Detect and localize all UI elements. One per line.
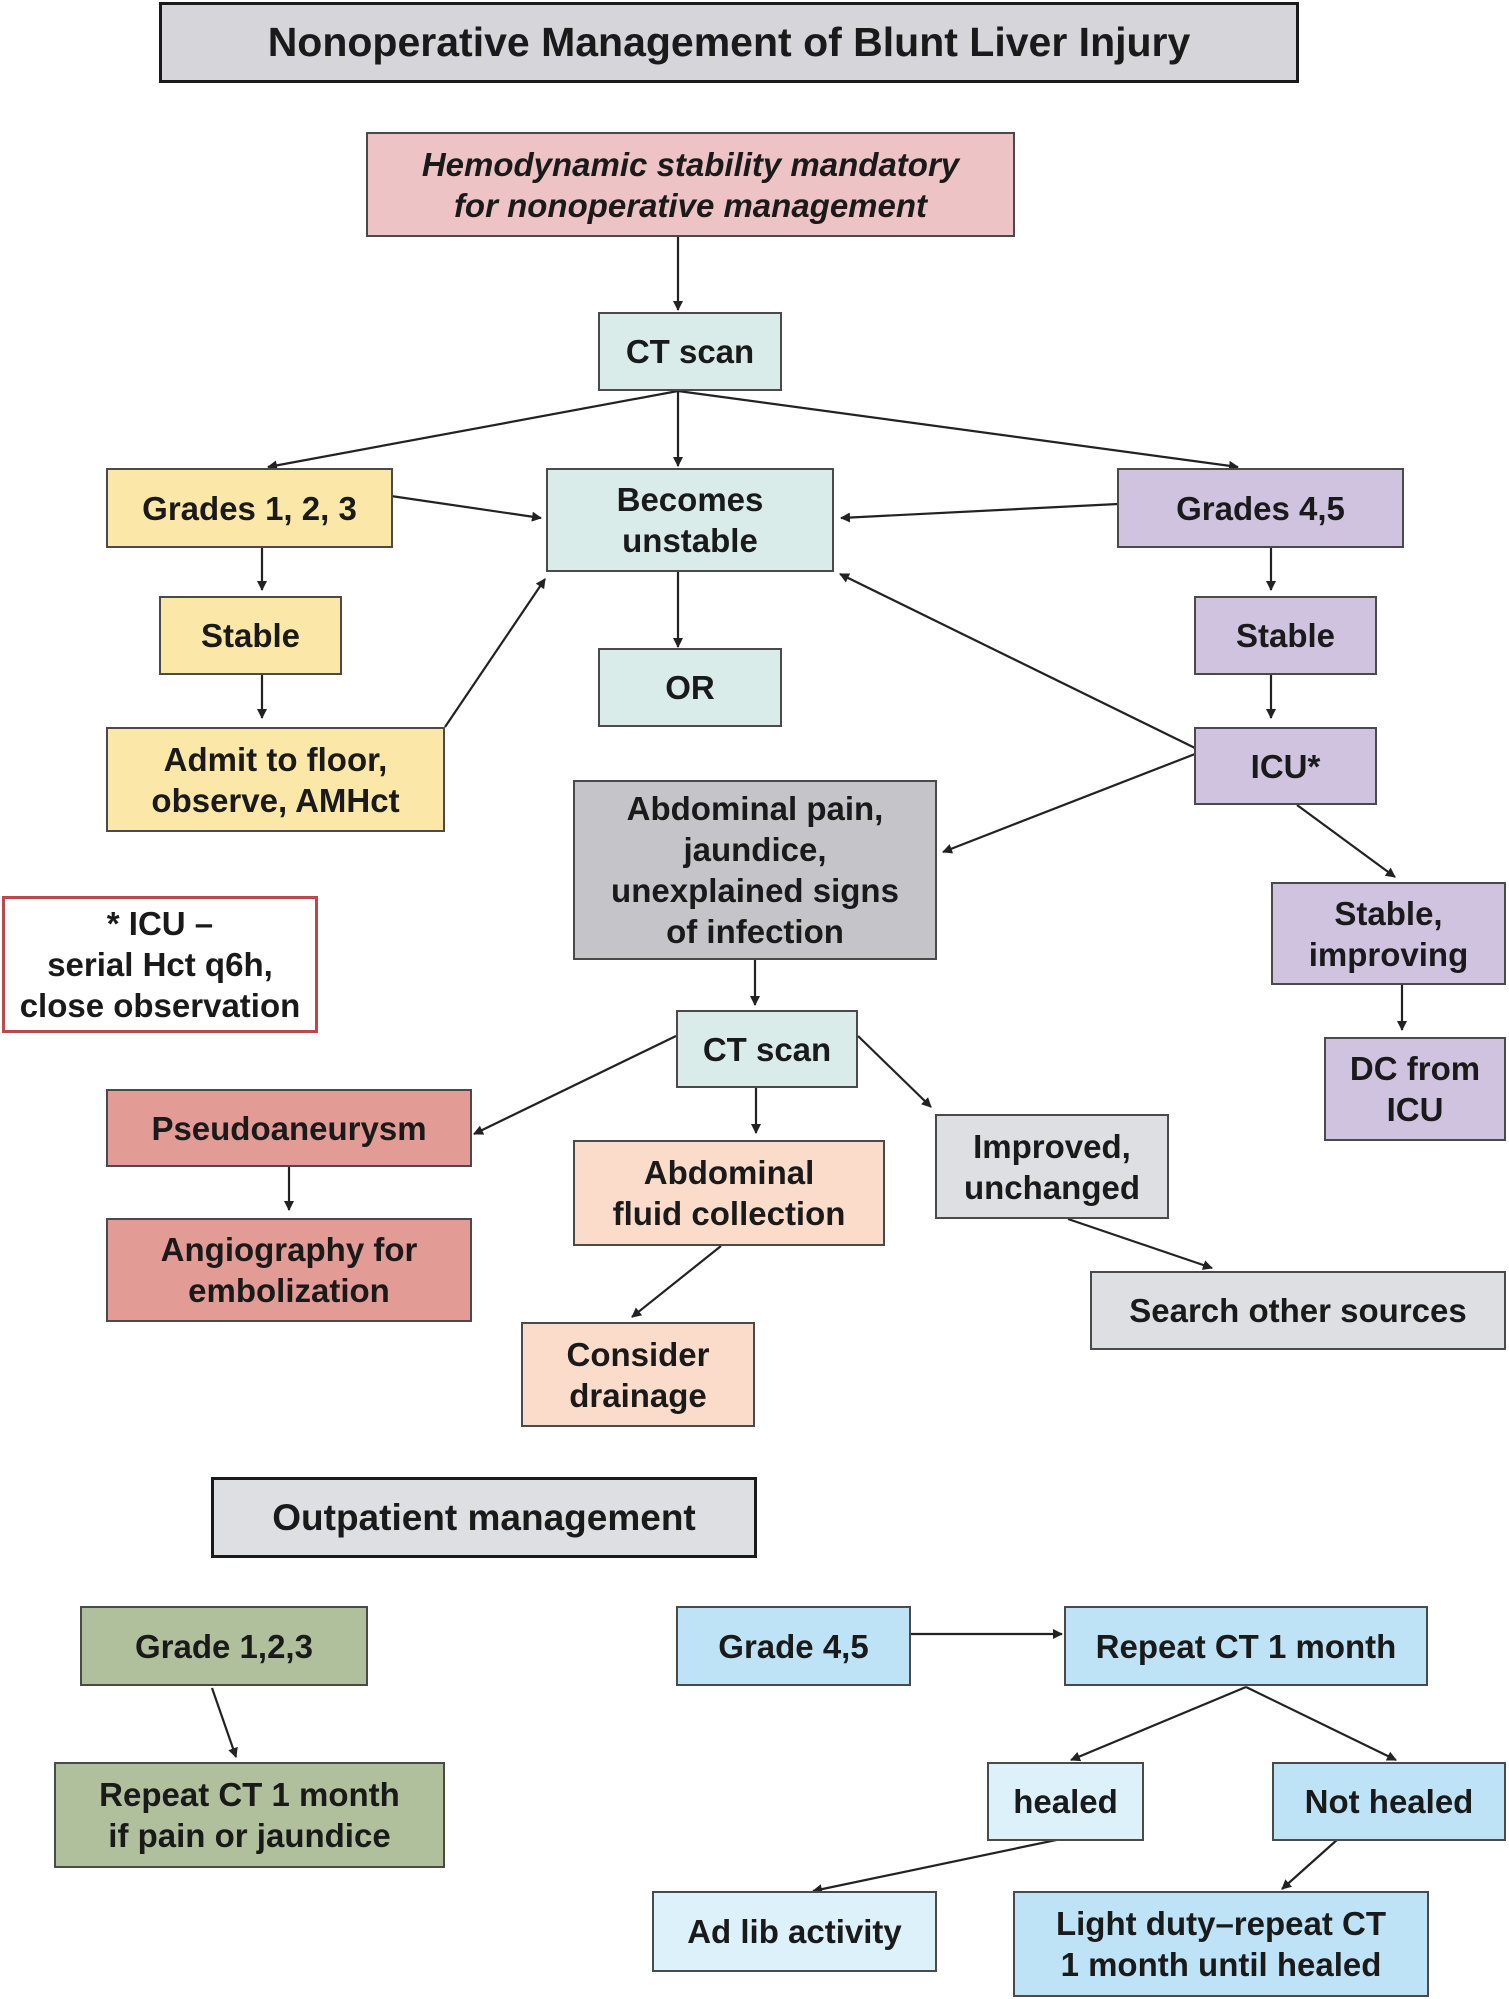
grade-123-box: Grade 1,2,3 [80,1606,368,1686]
repeat-ct-left-box: Repeat CT 1 month if pain or jaundice [54,1762,445,1868]
arrow-icu-to-improving [1296,804,1396,878]
grades-123-box: Grades 1, 2, 3 [106,468,393,548]
dc-from-icu-box: DC from ICU [1324,1037,1506,1141]
outpatient-heading: Outpatient management [211,1477,757,1558]
arrow-healed-to-adlib [812,1837,1062,1895]
arrow-grades45-to-unstable [840,502,1119,523]
arrow-ct-to-pseudoaneurysm [473,1035,677,1135]
arrow-not-healed-to-light-duty [1281,1838,1339,1890]
healed-box: healed [987,1762,1144,1841]
ct-scan-second-box: CT scan [676,1010,858,1088]
grade-45-box: Grade 4,5 [676,1606,911,1686]
stable-left-box: Stable [159,596,342,675]
arrow-repeat-to-not-healed [1245,1686,1397,1761]
ad-lib-activity-box: Ad lib activity [652,1891,937,1972]
fluid-collection-box: Abdominal fluid collection [573,1140,885,1246]
arrow-grade123-to-repeat [210,1687,238,1758]
arrow-admit-to-unstable [444,578,546,728]
arrow-icu-to-abdominal [942,752,1196,854]
arrow-ct-to-grades123 [267,389,679,471]
arrow-improved-to-search [1067,1217,1213,1270]
hemodynamic-stability-box: Hemodynamic stability mandatory for nono… [366,132,1015,237]
consider-drainage-box: Consider drainage [521,1322,755,1427]
grades-45-box: Grades 4,5 [1117,468,1404,548]
becomes-unstable-box: Becomes unstable [546,468,834,572]
pseudoaneurysm-box: Pseudoaneurysm [106,1089,472,1167]
stable-improving-box: Stable, improving [1271,882,1506,985]
admit-to-floor-box: Admit to floor, observe, AMHct [106,727,445,832]
icu-footnote-box: * ICU – serial Hct q6h, close observatio… [2,896,318,1033]
page-title: Nonoperative Management of Blunt Liver I… [159,2,1299,83]
light-duty-box: Light duty–repeat CT 1 month until heale… [1013,1891,1429,1997]
not-healed-box: Not healed [1272,1762,1506,1841]
arrow-icu-to-unstable [839,573,1196,749]
icu-box: ICU* [1194,727,1377,805]
arrow-ct-to-improved [857,1035,932,1108]
arrow-fluid-to-drainage [631,1245,722,1318]
ct-scan-box: CT scan [598,312,782,391]
search-other-sources-box: Search other sources [1090,1271,1506,1350]
abdominal-pain-box: Abdominal pain, jaundice, unexplained si… [573,780,937,960]
arrow-grades123-to-unstable [390,494,542,522]
arrow-repeat-to-healed [1070,1685,1247,1762]
improved-unchanged-box: Improved, unchanged [935,1114,1169,1219]
repeat-ct-right-box: Repeat CT 1 month [1064,1606,1428,1686]
angiography-box: Angiography for embolization [106,1218,472,1322]
or-box: OR [598,648,782,727]
arrow-ct-to-grades45 [677,389,1239,471]
stable-right-box: Stable [1194,596,1377,675]
